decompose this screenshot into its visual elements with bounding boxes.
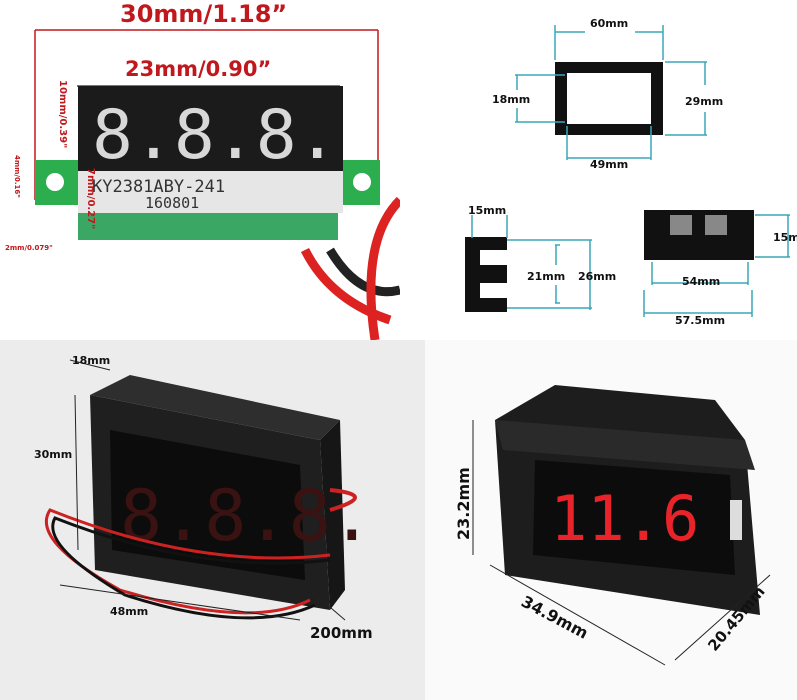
panel-meter-front-illustration: 11.6 23.2mm 34.9mm 20.45mm xyxy=(454,385,771,666)
top-inner-label: 54mm xyxy=(682,275,720,288)
wire-length-label: 200mm xyxy=(310,624,373,642)
width-label: 34.9mm xyxy=(518,592,591,643)
window-height-label: 18mm xyxy=(492,93,530,106)
side-outer-label: 26mm xyxy=(578,270,616,283)
window-width-label: 49mm xyxy=(590,158,628,171)
panel-meter-illustration: 8.8.8. 18mm 30mm 48mm 200mm xyxy=(34,354,373,642)
display-height-label: 10mm/0.39" xyxy=(57,80,68,148)
mini-voltmeter-illustration: 30mm/1.18” 23mm/0.90” 8.8.8. KY2381ABY-2… xyxy=(5,0,400,340)
segment-display: 8.8.8. xyxy=(92,96,338,175)
side-inner-label: 21mm xyxy=(527,270,565,283)
height-label: 23.2mm xyxy=(454,467,473,540)
display-width-label: 23mm/0.90” xyxy=(125,57,271,81)
hole-diameter-label: 2mm/0.079" xyxy=(5,244,53,252)
panel-meter-front-photo: 11.6 23.2mm 34.9mm 20.45mm xyxy=(425,340,797,700)
segment-display-reading: 11.6 xyxy=(550,482,699,555)
height-label: 30mm xyxy=(34,448,72,461)
model-number: KY2381ABY-241 xyxy=(92,177,225,197)
dimension-drawing: 60mm 29mm 18mm 49mm 15mm 21mm 26mm 15mm … xyxy=(430,0,797,340)
tab-height-label: 4mm/0.16" xyxy=(13,155,21,198)
technical-drawing: 60mm 29mm 18mm 49mm 15mm 21mm 26mm 15mm … xyxy=(465,17,797,327)
top-outer-label: 57.5mm xyxy=(675,314,725,327)
width-label: 48mm xyxy=(110,605,148,618)
top-depth-label: 15mm xyxy=(773,231,797,244)
label-height-label: 7mm/0.27" xyxy=(85,168,96,229)
panel-meter-photo: 8.8.8. 18mm 30mm 48mm 200mm xyxy=(0,340,425,700)
front-height-label: 29mm xyxy=(685,95,723,108)
front-width-label: 60mm xyxy=(590,17,628,30)
date-code: 160801 xyxy=(145,194,199,212)
overall-width-label: 30mm/1.18” xyxy=(120,0,287,28)
mini-voltmeter-photo: 30mm/1.18” 23mm/0.90” 8.8.8. KY2381ABY-2… xyxy=(0,0,400,340)
depth-label: 18mm xyxy=(72,354,110,367)
side-depth-label: 15mm xyxy=(468,204,506,217)
